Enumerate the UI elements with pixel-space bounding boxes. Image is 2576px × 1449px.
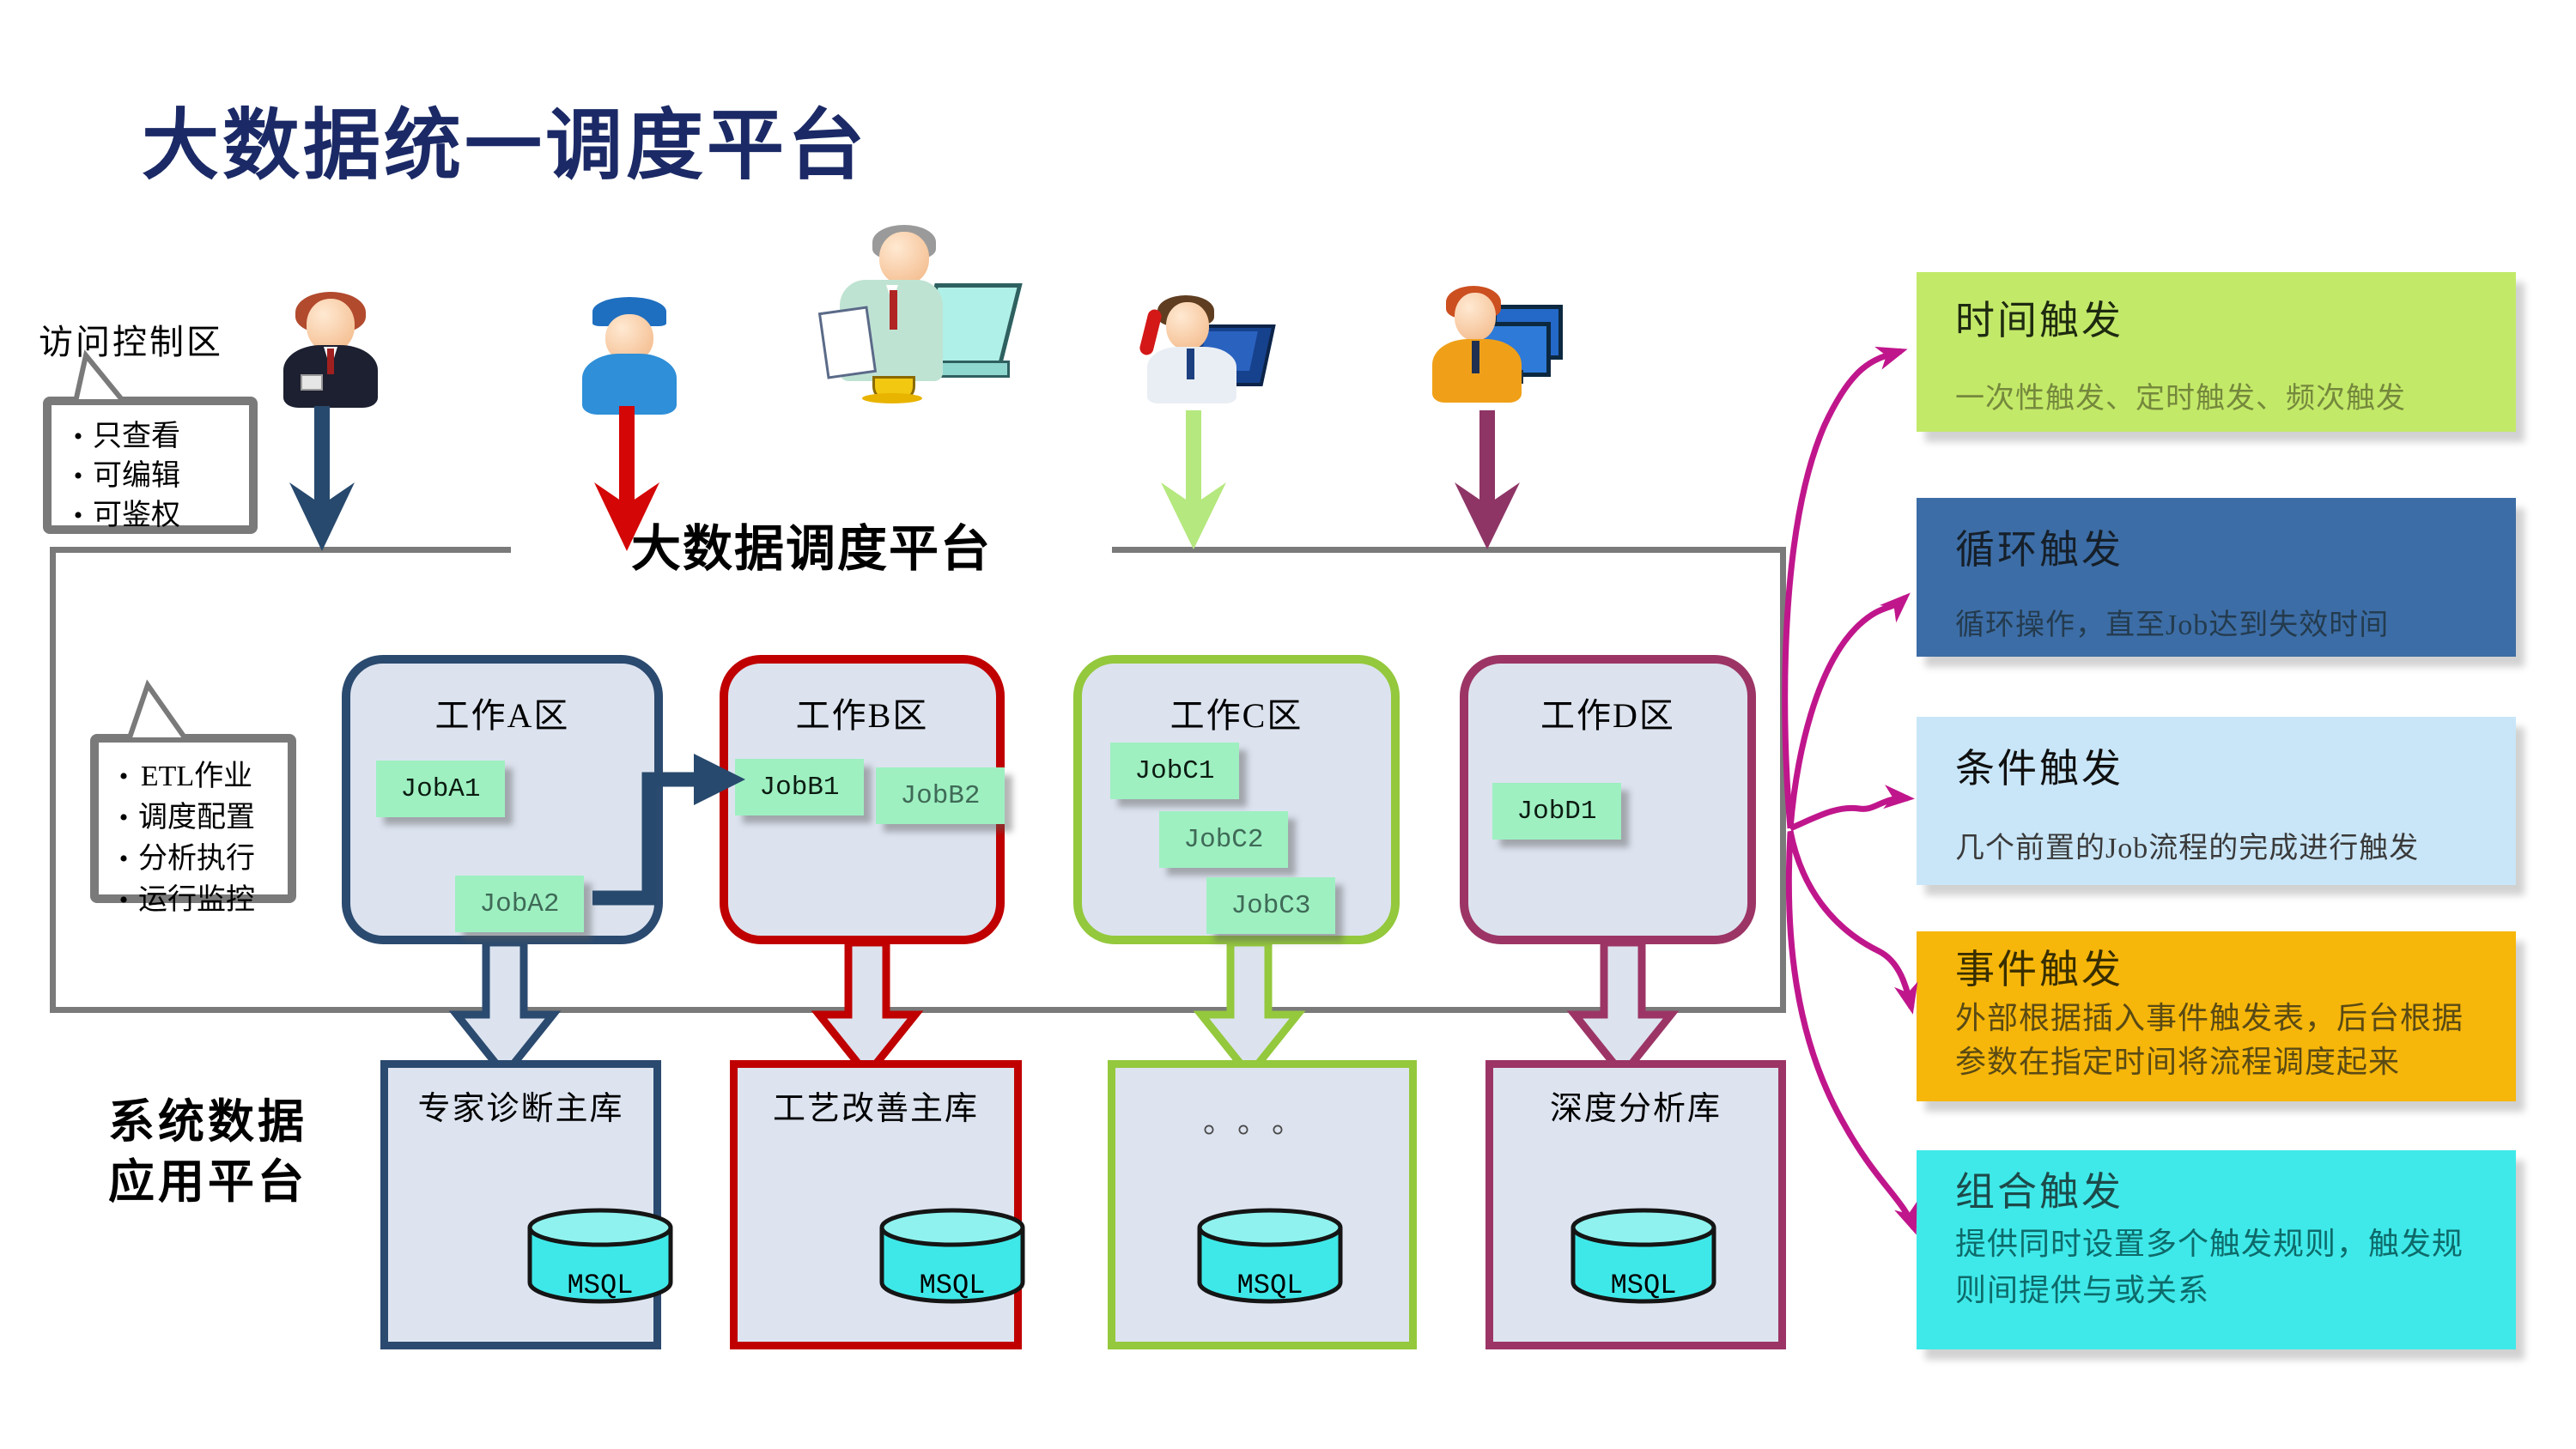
trigger-card-condition: 条件触发 几个前置的Job流程的完成进行触发 (1917, 717, 2516, 885)
database-cylinder-icon: MSQL (1197, 1208, 1343, 1304)
zone-c: 工作C区 JobC1 JobC2 JobC3 (1073, 655, 1400, 944)
database-cylinder-icon: MSQL (1571, 1208, 1716, 1304)
trigger-title: 组合触发 (1955, 1170, 2123, 1214)
list-item: •可编辑 (64, 457, 240, 496)
zone-d: 工作D区 JobD1 (1460, 655, 1756, 944)
database-box-expert: 专家诊断主库 MSQL (380, 1060, 673, 1349)
bullet-icon: • (73, 422, 83, 451)
svg-text:MSQL: MSQL (568, 1270, 634, 1301)
access-control-label: 访问控制区 (39, 323, 223, 361)
system-data-platform-label: 系统数据 应用平台 (96, 1092, 319, 1212)
job-chip: JobA1 (376, 761, 505, 817)
svg-text:MSQL: MSQL (1237, 1270, 1303, 1301)
svg-text:MSQL: MSQL (920, 1270, 986, 1301)
db-title: 专家诊断主库 (417, 1091, 624, 1127)
label-line: 系统数据 (108, 1096, 307, 1148)
curve-arrow-icon (1782, 346, 1918, 1235)
list-item: •ETL作业 (109, 756, 283, 797)
bullet-icon: • (73, 501, 83, 530)
trigger-card-event: 事件触发 外部根据插入事件触发表，后台根据参数在指定时间将流程调度起来 (1917, 931, 2516, 1101)
bullet-icon: • (118, 886, 129, 914)
job-chip: JobA2 (455, 876, 584, 932)
zone-title: 工作A区 (434, 696, 570, 735)
worker-icon (582, 297, 677, 415)
list-item: •运行监控 (109, 880, 283, 921)
trigger-card-combo: 组合触发 提供同时设置多个触发规则，触发规则间提供与或关系 (1917, 1150, 2516, 1349)
job-chip: JobB1 (735, 759, 864, 815)
database-box-analysis: 深度分析库 MSQL (1485, 1060, 1786, 1349)
job-chip: JobC1 (1110, 743, 1239, 799)
analyst-icon (817, 225, 1023, 407)
job-chip: JobD1 (1492, 783, 1621, 840)
trigger-card-loop: 循环触发 循环操作，直至Job达到失效时间 (1917, 498, 2516, 657)
database-box-process: 工艺改善主库 MSQL (730, 1060, 1025, 1349)
job-chip: JobC2 (1159, 811, 1288, 868)
trigger-desc: 几个前置的Job流程的完成进行触发 (1955, 833, 2420, 864)
platform-label: 大数据调度平台 (511, 512, 1112, 577)
zone-title: 工作D区 (1540, 696, 1675, 735)
trigger-desc: 外部根据插入事件触发表，后台根据参数在指定时间将流程调度起来 (1955, 1001, 2464, 1080)
bullet-icon: • (73, 462, 83, 490)
trigger-title: 事件触发 (1955, 948, 2123, 991)
db-title: 工艺改善主库 (772, 1091, 979, 1127)
svg-text:MSQL: MSQL (1611, 1270, 1677, 1301)
support-icon (1138, 295, 1276, 407)
businessman-icon (283, 292, 378, 408)
database-box-other: 。。。 MSQL (1108, 1060, 1417, 1349)
trigger-desc: 循环操作，直至Job达到失效时间 (1955, 609, 2390, 641)
job-chip: JobC3 (1206, 877, 1335, 934)
bullet-icon: • (118, 762, 129, 791)
zone-title: 工作C区 (1170, 696, 1303, 735)
page-title: 大数据统一调度平台 (142, 103, 868, 189)
bullet-icon: • (118, 803, 129, 832)
zone-title: 工作B区 (795, 696, 929, 735)
job-chip: JobB2 (876, 767, 1005, 824)
zone-a: 工作A区 JobA1 JobA2 (342, 655, 663, 944)
database-cylinder-icon: MSQL (527, 1208, 673, 1304)
bullet-icon: • (118, 845, 129, 873)
trigger-title: 循环触发 (1955, 528, 2123, 572)
trigger-desc: 一次性触发、定时触发、频次触发 (1955, 383, 2406, 415)
trigger-title: 时间触发 (1955, 299, 2123, 343)
access-control-callout: •只查看 •可编辑 •可鉴权 (43, 397, 258, 534)
etl-callout: •ETL作业 •调度配置 •分析执行 •运行监控 (90, 734, 296, 916)
trigger-card-time: 时间触发 一次性触发、定时触发、频次触发 (1917, 272, 2516, 432)
database-cylinder-icon: MSQL (879, 1208, 1025, 1304)
list-item: •分析执行 (109, 839, 283, 880)
trigger-desc: 提供同时设置多个触发规则，触发规则间提供与或关系 (1955, 1227, 2464, 1307)
list-item: •只查看 (64, 417, 240, 457)
list-item: •调度配置 (109, 797, 283, 839)
trigger-title: 条件触发 (1955, 747, 2123, 791)
label-line: 应用平台 (108, 1156, 307, 1208)
zone-b: 工作B区 JobB1 JobB2 (720, 655, 1005, 944)
developer-icon (1432, 286, 1563, 406)
list-item: •可鉴权 (64, 496, 240, 536)
db-title: 深度分析库 (1549, 1091, 1722, 1127)
ellipsis-label: 。。。 (1202, 1105, 1321, 1139)
